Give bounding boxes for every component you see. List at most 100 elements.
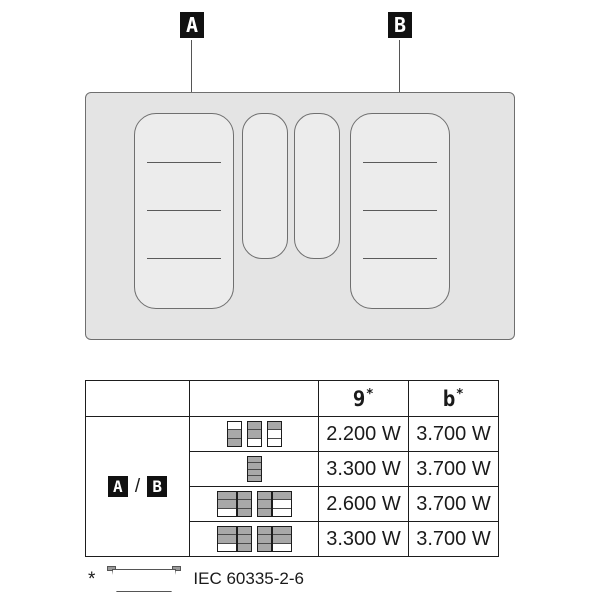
label-separator: / (134, 475, 141, 497)
pan-segment (267, 430, 281, 439)
pan-segment (257, 527, 271, 536)
power-boost-value: 3.700 W (408, 451, 499, 487)
zone-divider (147, 258, 221, 259)
pan-segment (267, 438, 281, 446)
pan-icon-pair (256, 491, 292, 517)
pan-icon (107, 566, 182, 592)
pan-handle-left (107, 566, 117, 571)
table-row: 2.600 W 3.700 W (86, 486, 499, 522)
zone-config-icons-cell (189, 521, 319, 557)
header-power-normal: 9* (318, 380, 409, 417)
cooking-zone-middle-right (294, 113, 340, 259)
pan-segment (257, 500, 271, 509)
power-normal-value: 2.200 W (318, 416, 409, 452)
pan-segment (257, 492, 271, 501)
spec-table: 9* b* A / B (85, 380, 499, 557)
pan-segment (237, 500, 251, 509)
zone-config-icons-cell (189, 416, 319, 452)
header-normal-value: 9 (352, 386, 366, 411)
pan-segment (217, 500, 236, 509)
power-normal-value: 2.600 W (318, 486, 409, 522)
pan-segment (247, 475, 261, 481)
zone-divider (363, 210, 437, 211)
power-normal-value: 3.300 W (318, 451, 409, 487)
zone-config-icons-cell (189, 451, 319, 487)
pan-segment (217, 527, 236, 536)
footnote: * IEC 60335-2-6 (88, 566, 304, 592)
pan-icon (246, 421, 262, 447)
cooktop-surface (85, 92, 515, 340)
pan-segment (217, 492, 236, 501)
pan-segment (247, 422, 261, 431)
zone-divider (363, 258, 437, 259)
callout-leader-a (191, 40, 192, 118)
power-normal-value: 3.300 W (318, 521, 409, 557)
pan-segment (257, 543, 271, 551)
zone-config-icons (190, 456, 318, 482)
pan-segment (247, 457, 261, 464)
header-spacer (85, 380, 190, 417)
header-power-boost: b* (408, 380, 499, 417)
zone-group-label: A / B (86, 476, 189, 498)
cooking-zone-b (350, 113, 450, 309)
pan-icon (256, 491, 272, 517)
table-row: 3.300 W 3.700 W (86, 451, 499, 487)
cooking-zone-a (134, 113, 234, 309)
zone-config-icons-cell (189, 486, 319, 522)
pan-icon (271, 491, 292, 517)
pan-icon (236, 526, 252, 552)
pan-icon (266, 421, 282, 447)
pan-segment (227, 422, 241, 431)
table-row: A / B (85, 416, 499, 557)
pan-segment (272, 527, 291, 536)
pan-icon (246, 456, 262, 482)
pan-segment (272, 500, 291, 509)
pan-segment (247, 463, 261, 470)
pan-icon (216, 491, 237, 517)
pan-handle-right (172, 566, 182, 571)
pan-segment (247, 438, 261, 446)
zone-config-icons (190, 491, 318, 517)
pan-segment (237, 535, 251, 544)
pan-icon (216, 526, 237, 552)
header-boost-star: * (455, 386, 465, 402)
pan-segment (217, 543, 236, 551)
pan-segment (237, 543, 251, 551)
pan-segment (217, 535, 236, 544)
pan-icon-pair (256, 526, 292, 552)
power-boost-value: 3.700 W (408, 486, 499, 522)
pan-body (112, 570, 176, 592)
power-rating-table: 9* b* A / B (85, 380, 499, 560)
zone-config-icons (190, 526, 318, 552)
callout-badge-b: B (388, 12, 412, 38)
pan-segment (247, 469, 261, 476)
pan-icon (226, 421, 242, 447)
pan-rim (112, 569, 177, 570)
pan-segment (272, 508, 291, 516)
power-boost-value: 3.700 W (408, 521, 499, 557)
pan-segment (237, 527, 251, 536)
badge-a: A (107, 476, 128, 497)
pan-icon-pair (216, 526, 252, 552)
pan-icon-pair (216, 491, 252, 517)
pan-segment (227, 430, 241, 439)
zone-divider (363, 162, 437, 163)
table-header-row: 9* b* (85, 380, 499, 417)
pan-segment (237, 492, 251, 501)
pan-icon (256, 526, 272, 552)
pan-segment (257, 508, 271, 516)
header-boost-value: b (442, 386, 456, 411)
zone-divider (147, 162, 221, 163)
pan-segment (247, 430, 261, 439)
pan-segment (272, 535, 291, 544)
cooking-zone-middle-left (242, 113, 288, 259)
power-boost-value: 3.700 W (408, 416, 499, 452)
zone-group-label-cell: A / B (85, 416, 190, 557)
zone-divider (147, 210, 221, 211)
pan-icon (236, 491, 252, 517)
pan-segment (217, 508, 236, 516)
footnote-standard-reference: IEC 60335-2-6 (193, 569, 304, 588)
pan-segment (272, 492, 291, 501)
header-normal-star: * (365, 386, 375, 402)
table-row: 3.300 W 3.700 W (86, 521, 499, 557)
